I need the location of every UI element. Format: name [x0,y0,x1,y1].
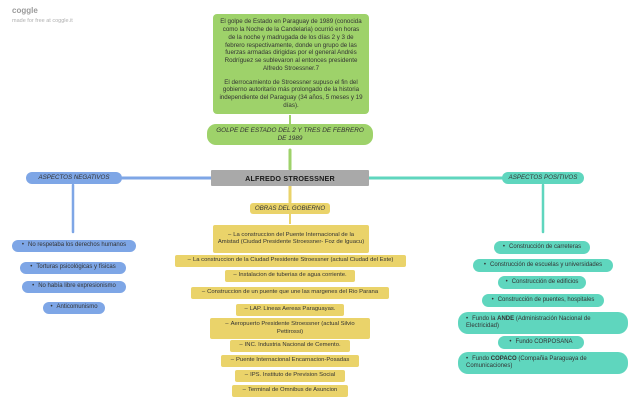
works-item[interactable]: –LAP. Lineas Aereas Paraguayas. [236,304,344,316]
works-label[interactable]: OBRAS DEL GOBIERNO [250,203,330,214]
works-item[interactable]: –INC. Industria Nacional de Cemento. [230,340,350,352]
works-item[interactable]: –Terminal de Omnibus de Asuncion [232,385,348,397]
works-item[interactable]: –La construccion del Puente Internaciona… [213,225,369,253]
negative-item-text: No había libre expresionismo [32,283,116,291]
intro-node[interactable]: El golpe de Estado en Paraguay de 1989 (… [213,14,369,114]
positive-item[interactable]: Fundo COPACO (Compañia Paraguaya de Comu… [458,352,628,374]
positive-item[interactable]: Fundo CORPOSANA [498,336,584,349]
positive-item-text: Construcción de puentes, hospitales [492,297,595,305]
works-item[interactable]: –Construccion de un puente que une las m… [191,287,389,299]
works-item[interactable]: –IPS. Instituto de Prevision Social [235,370,345,382]
brand-logo: coggle [12,6,38,15]
brand-tagline: made for free at coggle.it [12,18,73,24]
works-item-text: IPS. Instituto de Prevision Social [250,372,336,379]
center-node[interactable]: ALFREDO STROESSNER [211,170,369,186]
works-item-text: La construccion del Puente Internacional… [217,231,365,245]
works-item-text: Aeropuerto Presidente Stroessner (actual… [230,321,355,335]
negative-item[interactable]: Torturas psicológicas y físicas [20,262,126,274]
works-item-text: Construccion de un puente que une las ma… [207,289,379,296]
positive-item[interactable]: Construcción de edificios [498,276,586,289]
positive-item-text: Fundo la ANDE (Administración Nacional d… [466,316,624,331]
negative-item[interactable]: No había libre expresionismo [22,281,126,293]
intro-paragraph-1: El golpe de Estado en Paraguay de 1989 (… [220,18,362,72]
works-item-text: Terminal de Omnibus de Asuncion [247,387,338,394]
works-item-text: INC. Industria Nacional de Cemento. [244,342,341,349]
positive-aspects-label[interactable]: ASPECTOS POSITIVOS [502,172,584,184]
negative-item-text: Torturas psicológicas y físicas [30,264,115,272]
works-item-text: Puente Internacional Encarnacion-Posadas [235,357,350,364]
positive-item[interactable]: Construcción de puentes, hospitales [482,294,604,307]
negative-item[interactable]: Anticomunismo [43,302,105,314]
positive-item[interactable]: Construcción de carreteras [494,241,590,254]
positive-item-text: Fundo COPACO (Compañia Paraguaya de Comu… [466,356,624,371]
positive-item-text: Construcción de edificios [506,279,579,287]
coup-date-node[interactable]: GOLPE DE ESTADO DEL 2 Y TRES DE FEBRERO … [207,124,373,145]
positive-item-text: Construcción de escuelas y universidades [484,262,602,270]
works-item[interactable]: –La construccion de la Ciudad Presidente… [175,255,406,267]
works-item[interactable]: –Aeropuerto Presidente Stroessner (actua… [210,318,370,339]
works-item-text: La construccion de la Ciudad Presidente … [192,257,394,264]
negative-item-text: No respetaba los derechos humanos [22,242,126,250]
positive-item-text: Fundo CORPOSANA [509,339,573,347]
intro-paragraph-2: El derrocamiento de Stroessner supuso el… [219,78,363,109]
works-item[interactable]: –Puente Internacional Encarnacion-Posada… [221,355,359,367]
negative-item-text: Anticomunismo [50,304,98,312]
positive-item-text: Construcción de carreteras [503,244,581,252]
works-item[interactable]: –Instalacion de tuberias de agua corrien… [225,270,355,282]
positive-item[interactable]: Construcción de escuelas y universidades [473,259,613,272]
works-item-text: LAP. Lineas Aereas Paraguayas. [249,306,336,313]
ande-acronym: ANDE [497,315,515,322]
works-item-text: Instalacion de tuberias de agua corrient… [238,272,347,279]
positive-item[interactable]: Fundo la ANDE (Administración Nacional d… [458,312,628,334]
negative-item[interactable]: No respetaba los derechos humanos [12,240,136,252]
copaco-acronym: COPACO [490,355,517,362]
negative-aspects-label[interactable]: ASPECTOS NEGATIVOS [26,172,122,184]
